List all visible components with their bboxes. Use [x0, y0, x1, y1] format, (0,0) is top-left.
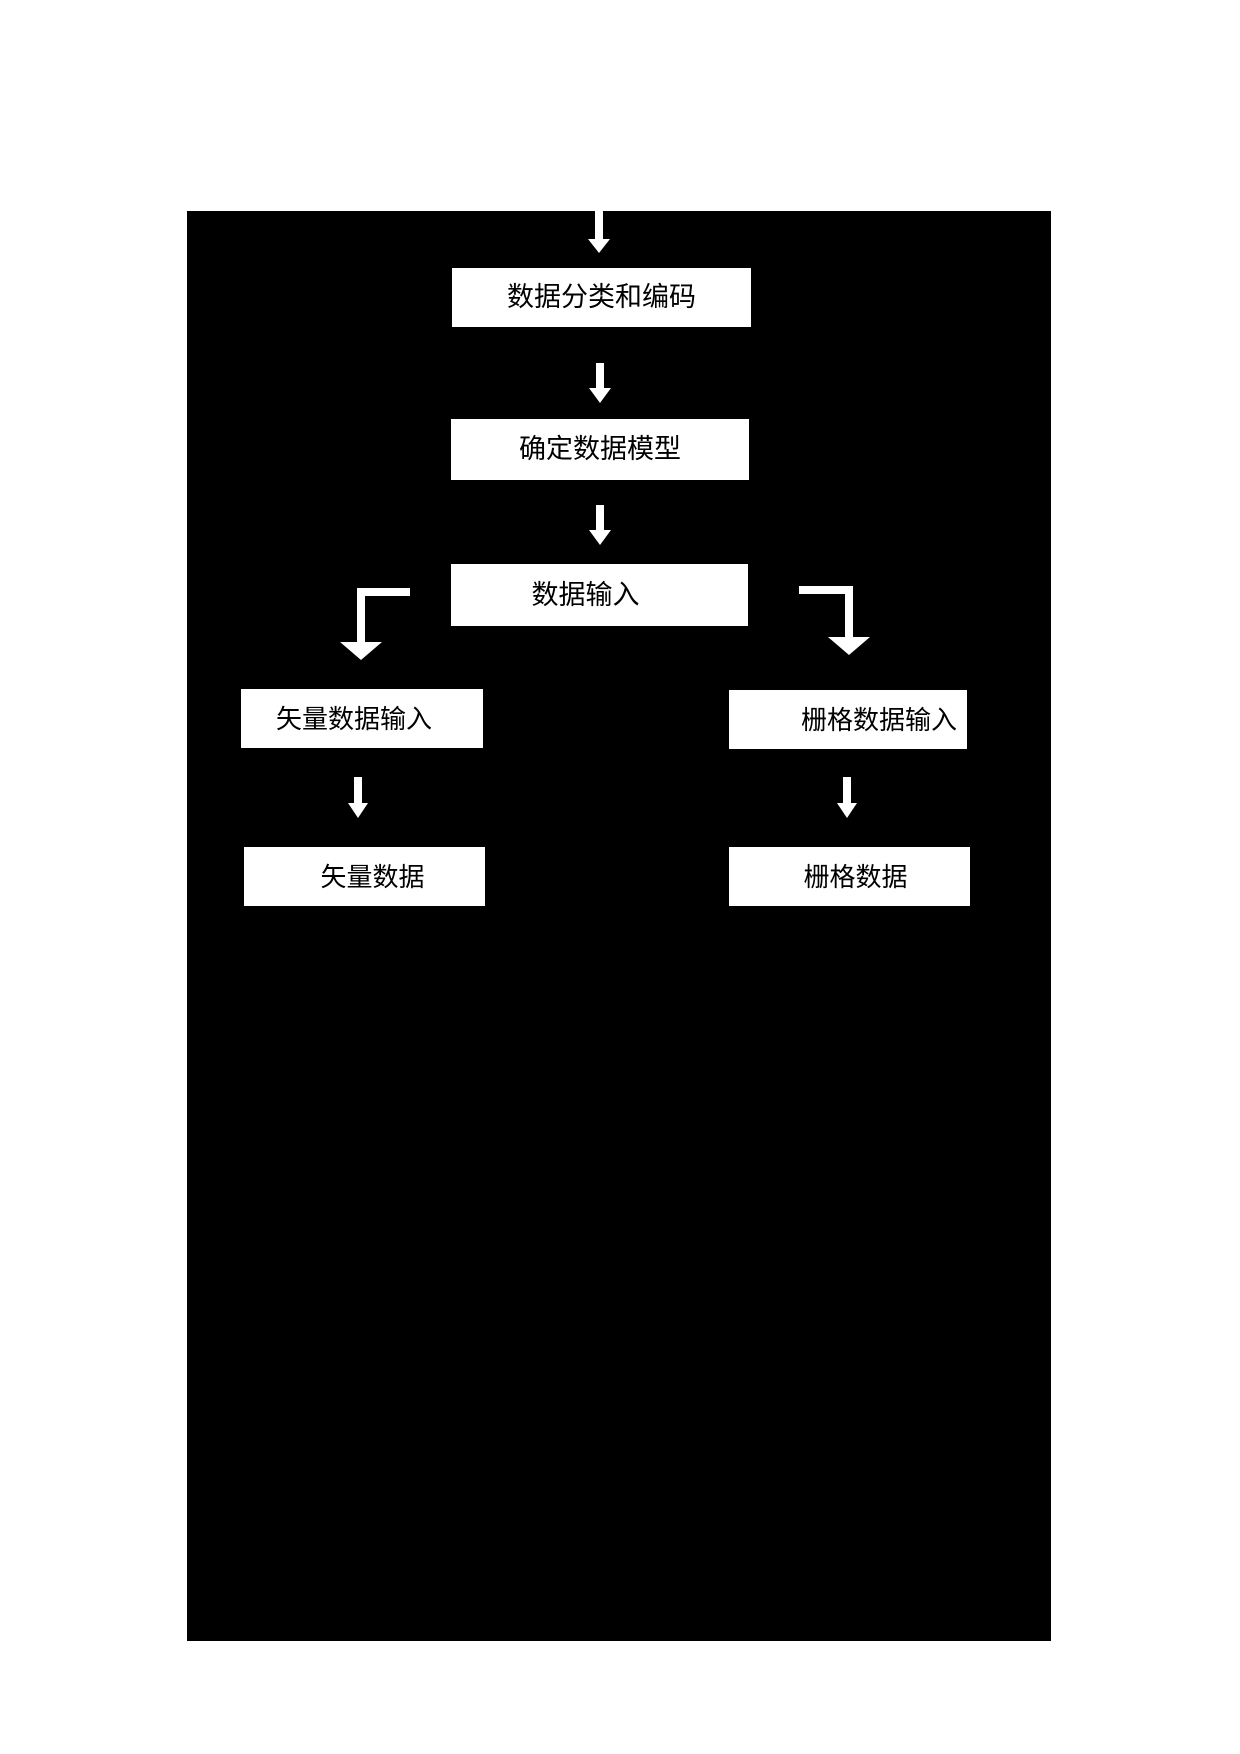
elbow-arrow-input-to-raster-input-icon [799, 586, 870, 655]
arrow-classification-to-model-icon [589, 363, 611, 403]
node-data-classification-and-coding: 数据分类和编码 [452, 268, 751, 327]
arrow-raster-input-to-raster-data-icon [837, 777, 857, 818]
node-raster-data-input: 栅格数据输入 [729, 690, 967, 749]
flowchart-canvas: 数据分类和编码 确定数据模型 数据输入 矢量数据输入 栅格数据输入 矢量数据 栅… [187, 211, 1051, 1641]
arrow-into-classification-icon [588, 211, 610, 253]
node-raster-data: 栅格数据 [729, 847, 970, 906]
elbow-arrow-input-to-vector-input-icon [340, 588, 410, 660]
arrow-vector-input-to-vector-data-icon [348, 777, 368, 818]
node-vector-data: 矢量数据 [244, 847, 485, 906]
node-determine-data-model: 确定数据模型 [451, 419, 749, 480]
node-data-input: 数据输入 [451, 564, 748, 626]
arrow-model-to-input-icon [589, 505, 611, 545]
node-vector-data-input: 矢量数据输入 [241, 689, 483, 748]
